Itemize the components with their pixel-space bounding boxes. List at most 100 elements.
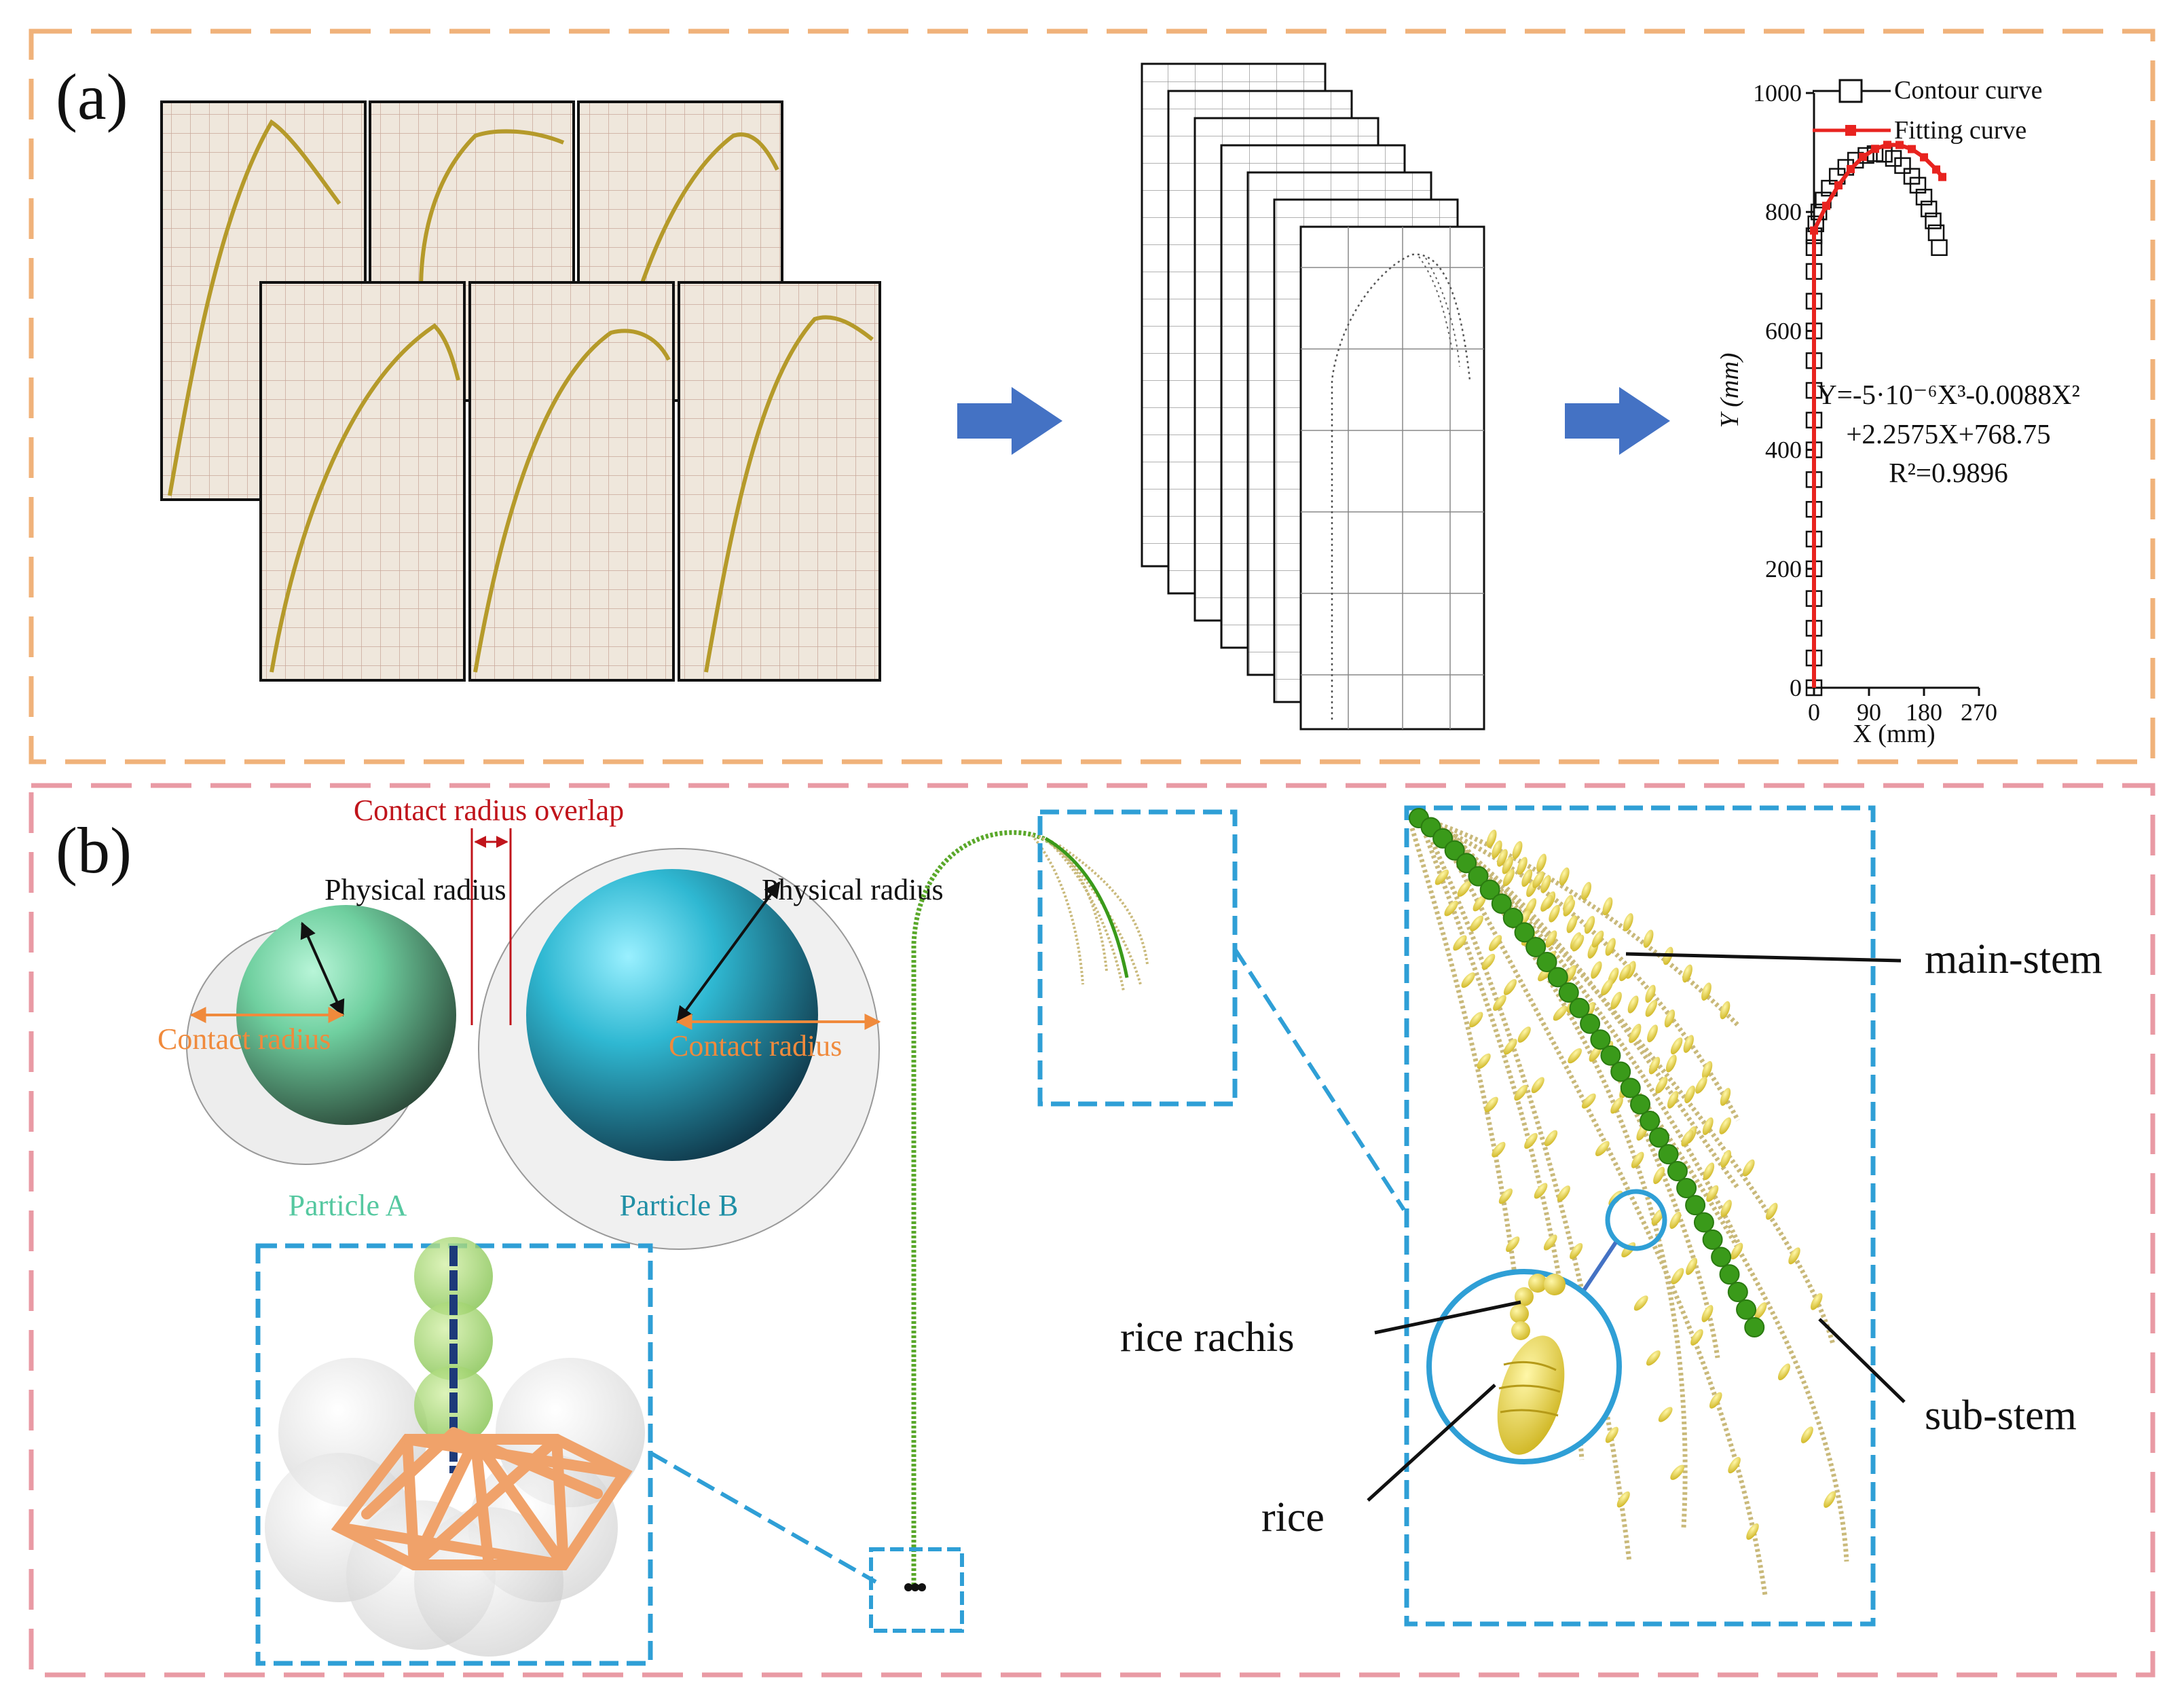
rice-grain (1532, 871, 1544, 889)
y-tick-label: 1000 (1753, 79, 1802, 107)
main-stem-bead (1658, 1144, 1679, 1165)
rice-grain (1610, 991, 1622, 1010)
fitting-point (1920, 153, 1928, 162)
legend-fitting-marker (1845, 125, 1856, 136)
rice-grain (1517, 1027, 1531, 1043)
rice-grain (1743, 1159, 1755, 1177)
rice-grain (1581, 882, 1592, 900)
main-stem-bead (1547, 967, 1568, 988)
physical-radius-b-label: Physical radius (762, 873, 944, 906)
rice-grain (1591, 930, 1604, 948)
contour-point (1920, 200, 1938, 218)
chart-legend: Contour curve Fitting curve (1813, 76, 2042, 145)
rice-grain (1473, 895, 1486, 912)
sub-stems (1409, 815, 1849, 1596)
fitting-point (1834, 181, 1843, 190)
rice-grain (1553, 1005, 1568, 1021)
rice-grain (1619, 964, 1631, 982)
rice-grain (1563, 899, 1576, 917)
main-stem-bead (1610, 1061, 1631, 1082)
rice-grain (1469, 1012, 1483, 1028)
rice-grain (1701, 1060, 1713, 1079)
rice-grain (1506, 1236, 1520, 1253)
main-stem-bead (1558, 982, 1579, 1003)
rice-grain (1788, 1247, 1800, 1265)
rice-grain (1777, 1363, 1790, 1381)
fitting-point (1908, 145, 1916, 153)
rice-grain (1531, 1077, 1544, 1094)
equation-line-1: Y=-5·10⁻⁶X³-0.0088X² (1817, 379, 2080, 410)
rice-grain (1667, 1091, 1679, 1109)
rice-grain (1646, 1350, 1661, 1366)
rice-grain (1681, 1130, 1694, 1147)
fitting-point (1822, 202, 1830, 210)
rice-grain (1534, 1183, 1548, 1199)
rice-grain (1521, 869, 1533, 887)
rice-grain (1746, 1523, 1759, 1540)
rice-grain (1486, 829, 1497, 848)
physical-radius-a-label: Physical radius (325, 873, 506, 906)
rice-photo-5 (468, 281, 675, 682)
panicle-detail-box (1404, 805, 1876, 1627)
rice-photo-collage (160, 100, 881, 682)
rice-label: rice (1261, 1494, 1325, 1540)
contact-overlap-label: Contact radius overlap (354, 794, 624, 827)
rice-grain (1683, 1035, 1694, 1053)
rice-grain (1570, 1242, 1583, 1259)
rice-grain (1502, 856, 1513, 874)
y-tick-label: 800 (1765, 198, 1802, 225)
x-tick-label: 270 (1961, 699, 1997, 726)
rice-grain (1701, 982, 1711, 1001)
grid-sheet-stack (1141, 62, 1485, 731)
fitting-point (1847, 165, 1855, 174)
rice-grain (1512, 840, 1523, 860)
contour-point (1909, 177, 1927, 194)
fitting-point (1938, 172, 1946, 181)
rice-grain (1457, 881, 1471, 897)
rice-grain (1645, 999, 1658, 1017)
main-stem-bead (1514, 922, 1535, 943)
rice-grain (1584, 916, 1595, 934)
rice-grain (1701, 1305, 1714, 1323)
rice-grain (1720, 1088, 1731, 1106)
rice-grain (1664, 1009, 1676, 1028)
main-stem-bead (1502, 908, 1523, 929)
y-tick-label: 600 (1765, 317, 1802, 344)
main-stem-bead (1711, 1246, 1732, 1268)
rice-grain (1658, 1407, 1673, 1422)
rice-photo-6 (678, 281, 881, 682)
main-stem-bead (1702, 1229, 1723, 1250)
rice-grain (1602, 897, 1613, 916)
process-arrow-2 (1565, 387, 1670, 455)
fitting-curve-line (1812, 143, 1944, 688)
fitting-point (1883, 141, 1891, 149)
main-stem-bead (1736, 1299, 1757, 1320)
main-stem-beads (1409, 808, 1765, 1337)
rice-grain (1671, 1268, 1684, 1285)
rice-grain (1559, 867, 1570, 886)
rice-grain (1605, 1426, 1618, 1443)
rice-grain (1719, 1117, 1731, 1134)
main-stem-bead (1630, 1094, 1651, 1115)
legend-contour-marker (1838, 79, 1863, 103)
rice-grain (1643, 929, 1654, 948)
rice-grain (1492, 840, 1502, 859)
rice-grain (1766, 1202, 1778, 1220)
main-stem-bead (1444, 840, 1465, 861)
y-tick-label: 200 (1765, 555, 1802, 583)
rice-grains (1435, 829, 1836, 1540)
panicle-zoom-box (1037, 809, 1238, 1107)
rice-grain (1720, 1149, 1732, 1168)
rice-grain (1484, 1096, 1498, 1113)
rice-grain (1489, 935, 1502, 951)
rice-grain (1616, 1491, 1630, 1508)
y-axis-label: Y (mm) (1716, 353, 1744, 428)
rachis-small-circle (1605, 1189, 1667, 1251)
fitting-point (1810, 226, 1818, 235)
rice-rachis-label: rice rachis (1120, 1314, 1294, 1361)
rice-grain (1540, 895, 1553, 912)
rice-grain (1444, 900, 1458, 917)
rice-grain (1730, 1242, 1743, 1260)
